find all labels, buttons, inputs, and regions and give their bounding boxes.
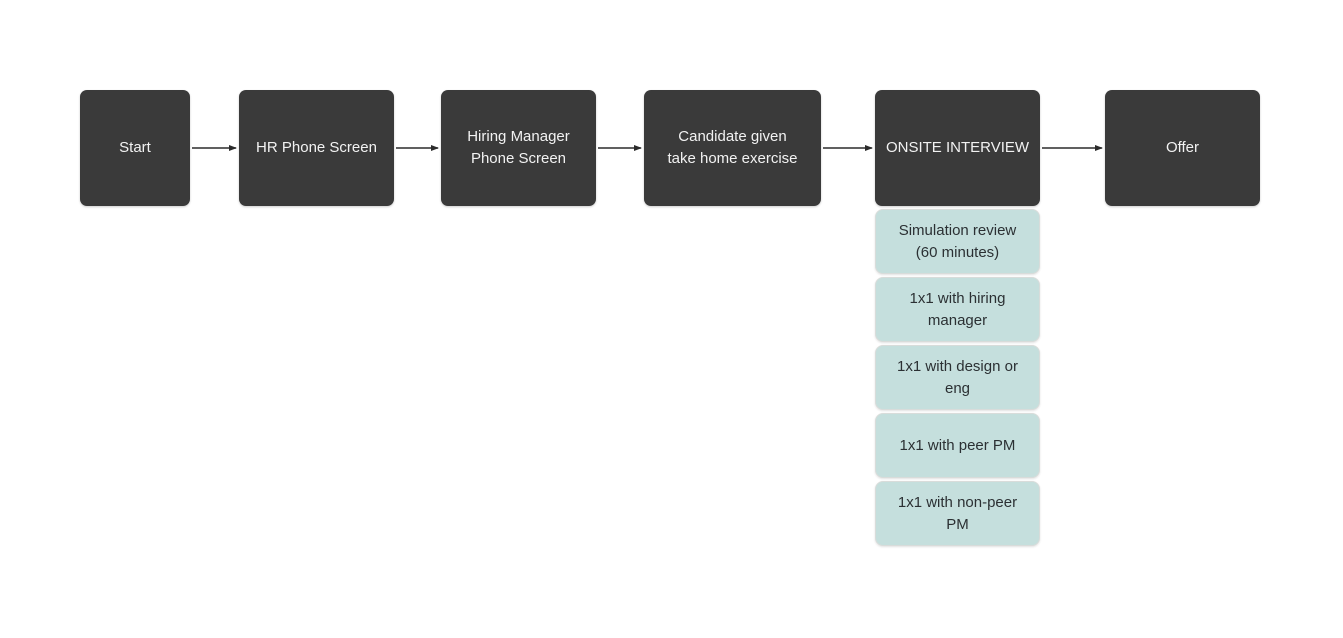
flow-node-take-home-exercise[interactable]: Candidate given take home exercise [644,90,821,206]
flow-node-label: HR Phone Screen [256,139,377,157]
substep-1x1-hiring-manager[interactable]: 1x1 with hiring manager [875,277,1040,342]
flow-node-label: Start [119,139,151,157]
onsite-substeps-stack: Simulation review (60 minutes) 1x1 with … [875,209,1040,546]
flow-node-label: ONSITE INTERVIEW [885,139,1030,157]
flow-node-label: Offer [1165,139,1200,157]
substep-simulation-review[interactable]: Simulation review (60 minutes) [875,209,1040,274]
substep-label: 1x1 with hiring manager [909,289,1006,329]
substep-1x1-design-or-eng[interactable]: 1x1 with design or eng [875,345,1040,410]
substep-1x1-non-peer-pm[interactable]: 1x1 with non-peer PM [875,481,1040,546]
substep-label: Simulation review (60 minutes) [898,221,1017,261]
flow-node-hr-phone-screen[interactable]: HR Phone Screen [239,90,394,206]
flow-node-onsite-interview[interactable]: ONSITE INTERVIEW [875,90,1040,206]
substep-label: 1x1 with design or eng [897,357,1018,397]
flow-node-label: Candidate given take home exercise [667,128,798,167]
flow-node-offer[interactable]: Offer [1105,90,1260,206]
substep-label: 1x1 with peer PM [899,436,1016,454]
substep-label: 1x1 with non-peer PM [897,493,1018,533]
flow-node-start[interactable]: Start [80,90,190,206]
substep-1x1-peer-pm[interactable]: 1x1 with peer PM [875,413,1040,478]
flow-node-label: Hiring Manager Phone Screen [467,128,570,167]
flow-node-hiring-manager-phone-screen[interactable]: Hiring Manager Phone Screen [441,90,596,206]
